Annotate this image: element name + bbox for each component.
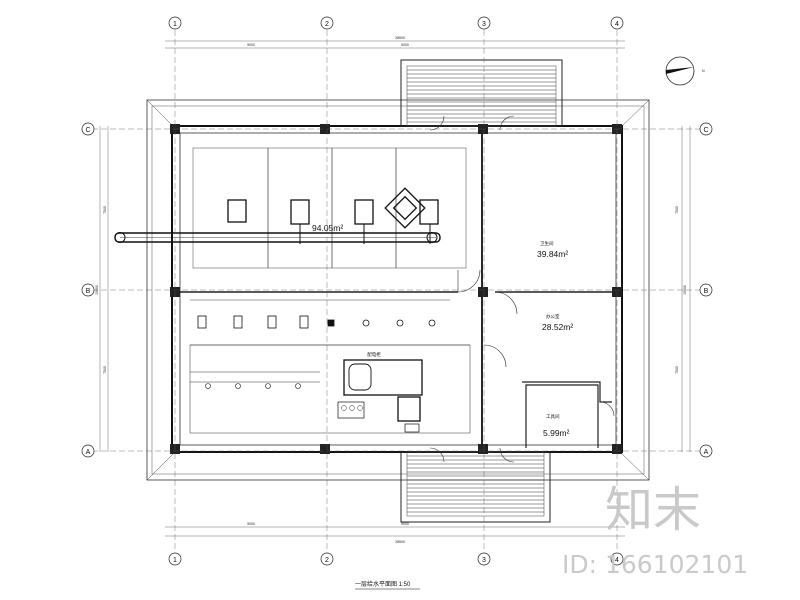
equipment-bays (192, 147, 467, 269)
north-label: N (702, 69, 705, 73)
area-main: 94.05m² (312, 223, 343, 233)
grid-label-col-4-bottom: 4 (615, 557, 619, 564)
grid-bubbles-left (81, 122, 95, 458)
dim-right-upper: 7500 (675, 206, 679, 214)
dim-top-total: 28500 (395, 36, 405, 40)
north-arrow: N (665, 56, 705, 86)
stair-top (400, 59, 563, 127)
watermark-brand: 知末 (605, 482, 701, 538)
lower-zone (189, 344, 471, 434)
tag-right-mid: 办公室 (546, 313, 560, 320)
tool-room-walls (522, 381, 612, 448)
dim-top-left: 9000 (247, 43, 255, 47)
dim-left-total: 15000 (95, 285, 99, 295)
dim-right-total: 15000 (683, 285, 687, 295)
dim-bottom-left: 9000 (247, 522, 255, 526)
grid-label-col-1-bottom: 1 (173, 557, 177, 564)
fixture-row (190, 299, 470, 346)
grid-label-col-2: 2 (325, 21, 329, 28)
doors (429, 115, 615, 463)
main-pipe (114, 224, 441, 244)
grid-label-col-2-bottom: 2 (325, 557, 329, 564)
dim-bottom-right: 9000 (401, 522, 409, 526)
grid-label-col-3-bottom: 3 (482, 557, 486, 564)
drawing-title: 一层给水平面图 1:50 (355, 580, 411, 588)
dim-right-lower: 7500 (675, 366, 679, 374)
tag-right-top: 卫生间 (540, 240, 554, 247)
grid-bubbles-bottom (168, 552, 624, 566)
watermark-id: ID: 166102101 (562, 550, 748, 579)
area-right-top: 39.84m² (537, 249, 568, 259)
grid-label-row-a: A (86, 449, 91, 456)
grid-label-row-b-right: B (704, 288, 709, 295)
grid-label-col-3: 3 (482, 21, 486, 28)
grid-label-col-1: 1 (173, 21, 177, 28)
area-tool-room: 5.99m² (543, 428, 570, 438)
grid-bubbles-top (168, 16, 624, 30)
grid-axes (92, 30, 708, 550)
outer-wall (171, 125, 623, 453)
stair-bottom (400, 451, 551, 523)
lower-fixtures (205, 383, 301, 389)
grid-label-col-4: 4 (615, 21, 619, 28)
tag-tool-room: 工具间 (546, 413, 560, 420)
dim-top-right: 9000 (401, 43, 409, 47)
dimension-lines (99, 40, 691, 537)
grid-bubbles-right (699, 122, 713, 458)
grid-label-row-c: C (85, 127, 90, 134)
grid-label-row-b: B (86, 288, 91, 295)
roof-corners (146, 99, 650, 481)
dim-bottom-total: 28500 (395, 540, 405, 544)
grid-label-row-c-right: C (703, 127, 708, 134)
dim-left-lower: 7500 (103, 366, 107, 374)
equipment-label: 配电柜 (367, 351, 381, 358)
dim-left-upper: 7500 (103, 206, 107, 214)
grid-label-row-a-right: A (704, 449, 709, 456)
area-right-mid: 28.52m² (542, 322, 573, 332)
equipment-units (227, 187, 439, 229)
